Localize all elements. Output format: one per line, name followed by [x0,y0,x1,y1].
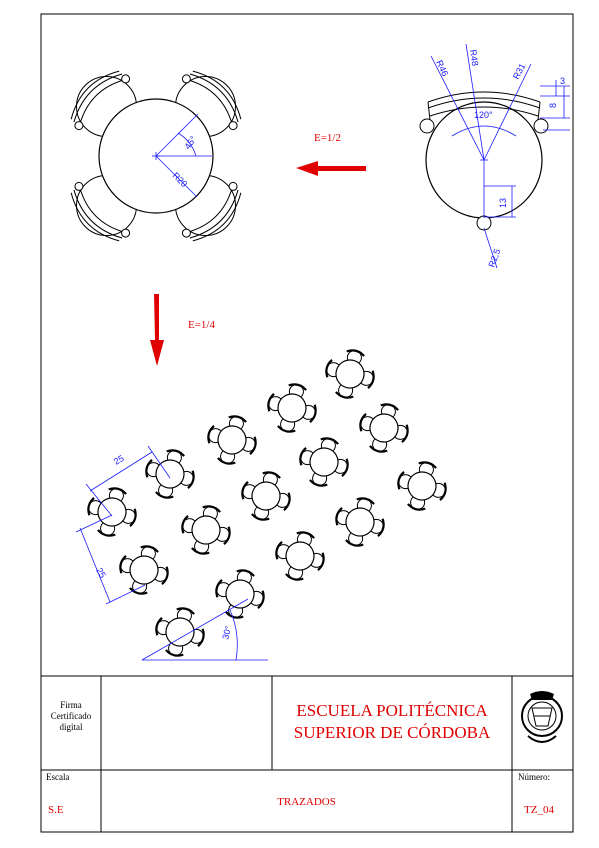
layout-angle-30: 30° [220,624,233,640]
table-with-chairs-top: 45° R20 [70,70,242,242]
firma-line-3: digital [59,722,83,732]
school-name-line-1: ESCUELA POLITÉCNICA [296,701,488,720]
radius-r25-label: R2,5 [486,247,502,268]
numero-label: Número: [518,772,550,782]
table-unit [241,471,291,521]
firma-line-1: Firma [60,700,82,710]
layout-dim-25-top: 25 [112,453,126,467]
title-block [41,675,573,832]
sheet-border [40,13,574,833]
school-name-line-2: SUPERIOR DE CÓRDOBA [293,723,491,742]
arrow-down-icon [150,294,164,366]
table-unit [335,497,385,547]
firma-label: Firma Certificado digital [41,700,101,733]
table-unit [215,569,265,619]
school-name: ESCUELA POLITÉCNICA SUPERIOR DE CÓRDOBA [272,700,512,744]
table-unit [359,403,409,453]
table-unit [397,461,447,511]
firma-line-2: Certificado [50,711,92,721]
table-unit [325,349,375,399]
table-unit [275,531,325,581]
numero-value: TZ_04 [524,804,554,816]
chair-detail: R46 R48 R31 3 8 120° 13 R2,5 [419,43,570,269]
table-unit [299,437,349,487]
radius-r31-label: R31 [511,62,528,81]
radius-r46-label: R46 [434,59,450,78]
drawing-title: TRAZADOS [277,796,336,808]
arrow-left-icon [296,161,366,176]
angle-120-label: 120° [474,110,493,120]
dim-8-label: 8 [548,103,558,108]
dim-13-label: 13 [498,198,508,208]
table-unit [207,415,257,465]
table-unit [87,487,137,537]
table-unit [119,545,169,595]
escala-value: S.E [48,804,64,816]
table-unit [155,607,205,657]
table-unit [145,449,195,499]
scale-quarter-label: E=1/4 [188,319,215,331]
table-unit [267,383,317,433]
dim-3-label: 3 [560,76,565,86]
school-seal-icon [521,691,563,743]
tables-layout [87,349,447,657]
table-unit [181,505,231,555]
escala-label: Escala [46,772,70,782]
layout-dim-25-left: 25 [94,566,108,580]
scale-half-label: E=1/2 [314,132,341,144]
radius-r48-label: R48 [468,49,480,67]
